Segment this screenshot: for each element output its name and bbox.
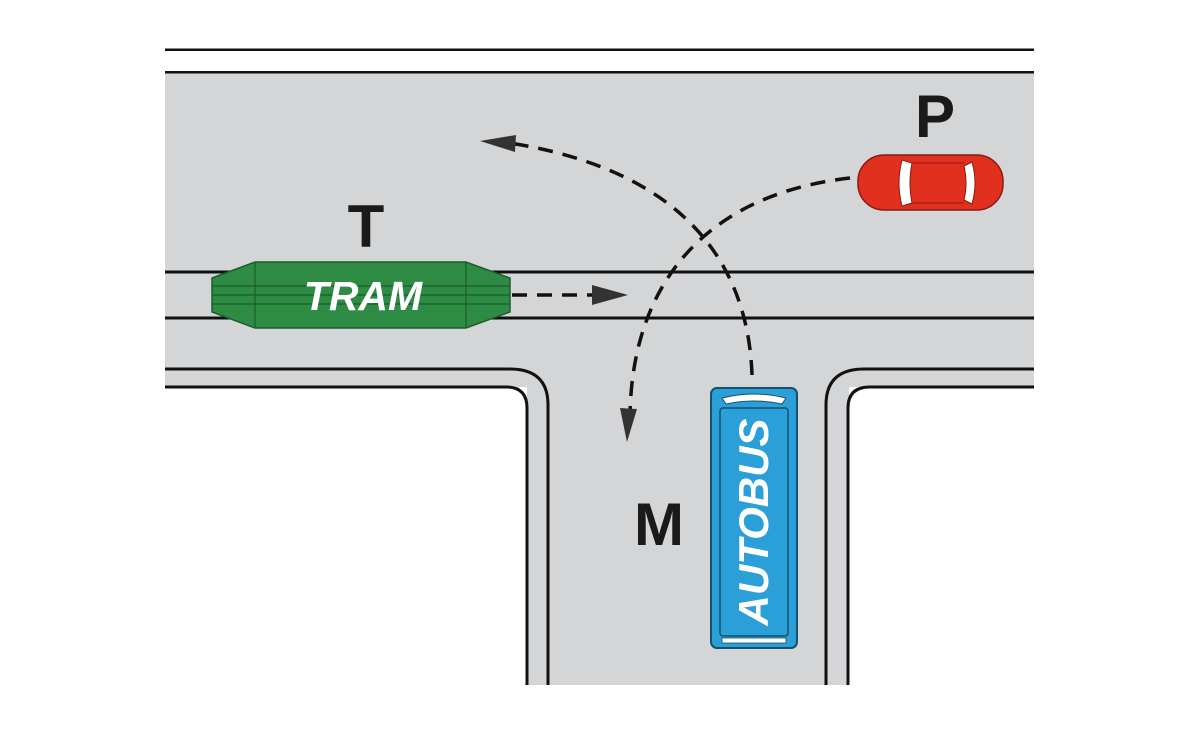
tram-letter: T xyxy=(348,193,385,260)
car-letter: P xyxy=(915,83,955,150)
car-arrowhead xyxy=(620,408,637,442)
bottom-right-edge xyxy=(846,385,1034,685)
bus-rear-strip xyxy=(721,637,787,644)
bus: AUTOBUS xyxy=(710,387,798,649)
bottom-left-edge-inner xyxy=(165,367,550,685)
bus-windshield xyxy=(721,393,787,405)
movement-paths xyxy=(509,141,851,421)
side-road-surface xyxy=(527,370,849,685)
tram: TRAM xyxy=(211,261,511,329)
car-path xyxy=(628,176,851,421)
bus-inner-panel xyxy=(719,407,789,637)
bus-arrowhead xyxy=(480,135,516,152)
car-windshield-rear xyxy=(898,159,913,207)
curb-strips xyxy=(165,51,1034,71)
curb-top xyxy=(165,51,1034,71)
arrowheads xyxy=(480,135,637,442)
bottom-right-edge-inner xyxy=(824,367,1034,685)
tram-label: TRAM xyxy=(304,273,423,319)
tram-panels xyxy=(212,262,510,328)
bus-label: AUTOBUS xyxy=(730,419,777,627)
bus-path xyxy=(509,141,754,376)
car-windshield-front xyxy=(963,161,976,205)
bus-body xyxy=(710,387,798,649)
bus-letter: M xyxy=(634,491,684,558)
car xyxy=(857,154,1004,211)
main-road-surface xyxy=(165,72,1034,387)
road-edges xyxy=(165,48,1034,685)
tram-arrowhead xyxy=(592,285,628,305)
bottom-left-edge xyxy=(165,385,529,685)
